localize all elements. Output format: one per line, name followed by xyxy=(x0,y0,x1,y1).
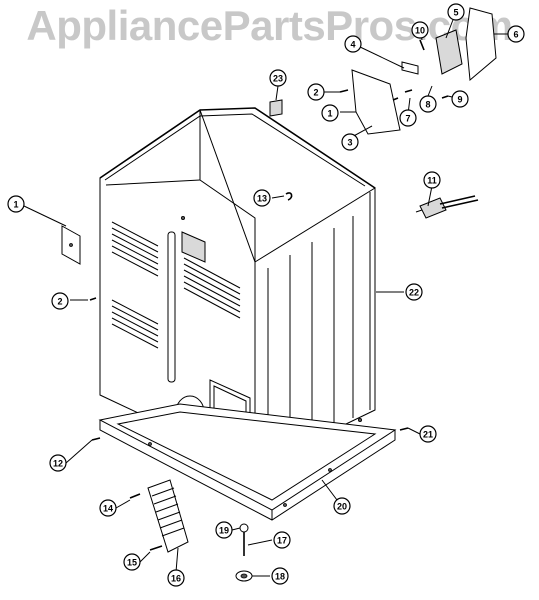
callout-c12: 12 xyxy=(49,454,67,472)
callout-c1b: 1 xyxy=(321,104,339,122)
watermark: AppliancePartsPros.com xyxy=(26,2,513,49)
callout-circle xyxy=(307,83,325,101)
callout-c15: 15 xyxy=(123,553,141,571)
callout-circle xyxy=(423,171,441,189)
callout-circle xyxy=(344,35,362,53)
callout-c21: 21 xyxy=(419,425,437,443)
callout-c16: 16 xyxy=(167,569,185,587)
callout-number: 19 xyxy=(219,526,229,536)
callout-circle xyxy=(253,189,271,207)
leader-lines xyxy=(23,11,508,577)
callout-number: 15 xyxy=(127,558,137,568)
callout-c18: 18 xyxy=(271,567,289,585)
vent-slots-right xyxy=(183,257,241,319)
callout-number: 18 xyxy=(275,572,285,582)
callout-c23: 23 xyxy=(269,69,287,87)
base-frame xyxy=(98,403,397,521)
callout-c14: 14 xyxy=(99,499,117,517)
hook-part-13 xyxy=(285,192,293,201)
callout-circle xyxy=(411,21,429,39)
callout-number: 22 xyxy=(409,288,419,298)
callout-c3: 3 xyxy=(341,133,359,151)
callout-number: 1 xyxy=(13,200,18,210)
callout-circle xyxy=(399,109,417,127)
callout-number: 5 xyxy=(453,8,458,18)
callout-number: 20 xyxy=(337,502,347,512)
callout-number: 2 xyxy=(57,297,62,307)
callout-c2b: 2 xyxy=(307,83,325,101)
callout-number: 8 xyxy=(425,100,430,110)
callout-number: 16 xyxy=(171,574,181,584)
callout-circle xyxy=(51,292,69,310)
callout-c9: 9 xyxy=(451,90,469,108)
callout-number: 3 xyxy=(347,138,352,148)
callout-c1a: 1 xyxy=(7,195,25,213)
callout-circle xyxy=(273,531,291,549)
callout-circle xyxy=(447,3,465,21)
callout-c4: 4 xyxy=(344,35,362,53)
cabinet xyxy=(99,107,376,469)
bracket-hole xyxy=(69,243,73,247)
callout-c20: 20 xyxy=(333,497,351,515)
callout-c5: 5 xyxy=(447,3,465,21)
callout-number: 11 xyxy=(427,176,437,186)
callout-circle xyxy=(419,425,437,443)
callout-number: 17 xyxy=(277,536,287,546)
callout-c10: 10 xyxy=(411,21,429,39)
callout-number: 14 xyxy=(103,504,113,514)
cover-part-6 xyxy=(465,7,497,81)
callout-c8: 8 xyxy=(419,95,437,113)
callout-c11: 11 xyxy=(423,171,441,189)
callout-number: 4 xyxy=(350,40,355,50)
callout-circle xyxy=(405,283,423,301)
callout-circle xyxy=(123,553,141,571)
vent-slots-upper xyxy=(111,221,159,277)
callout-number: 9 xyxy=(457,95,462,105)
callout-c6: 6 xyxy=(507,25,525,43)
callout-circle xyxy=(215,521,233,539)
vent-slots-lower xyxy=(111,299,159,349)
callout-number: 23 xyxy=(273,74,283,84)
clip-part-4 xyxy=(401,61,419,75)
callout-c22: 22 xyxy=(405,283,423,301)
callout-c13: 13 xyxy=(253,189,271,207)
callout-number: 2 xyxy=(313,88,318,98)
power-cord-part-11 xyxy=(415,195,479,219)
clip-part-23 xyxy=(269,99,283,117)
callout-c2a: 2 xyxy=(51,292,69,310)
callout-circle xyxy=(7,195,25,213)
callout-circle xyxy=(167,569,185,587)
callout-number: 7 xyxy=(405,114,410,124)
callout-c7: 7 xyxy=(399,109,417,127)
callout-number: 12 xyxy=(53,459,63,469)
callout-circle xyxy=(321,104,339,122)
callout-number: 13 xyxy=(257,194,267,204)
callout-circle xyxy=(451,90,469,108)
bracket-part-1-top xyxy=(351,69,401,135)
terminal-block-part-5 xyxy=(435,29,463,75)
callout-circle xyxy=(49,454,67,472)
callout-circle xyxy=(271,567,289,585)
callout-number: 6 xyxy=(513,30,518,40)
callout-circle xyxy=(269,69,287,87)
callout-circle xyxy=(507,25,525,43)
callout-circle xyxy=(333,497,351,515)
callout-c17: 17 xyxy=(273,531,291,549)
callout-number: 10 xyxy=(415,26,425,36)
toe-kick-panel xyxy=(147,479,189,553)
callout-number: 1 xyxy=(327,109,332,119)
callout-circle xyxy=(99,499,117,517)
callout-circle xyxy=(419,95,437,113)
callout-number: 21 xyxy=(423,430,433,440)
callout-c19: 19 xyxy=(215,521,233,539)
callout-circle xyxy=(341,133,359,151)
